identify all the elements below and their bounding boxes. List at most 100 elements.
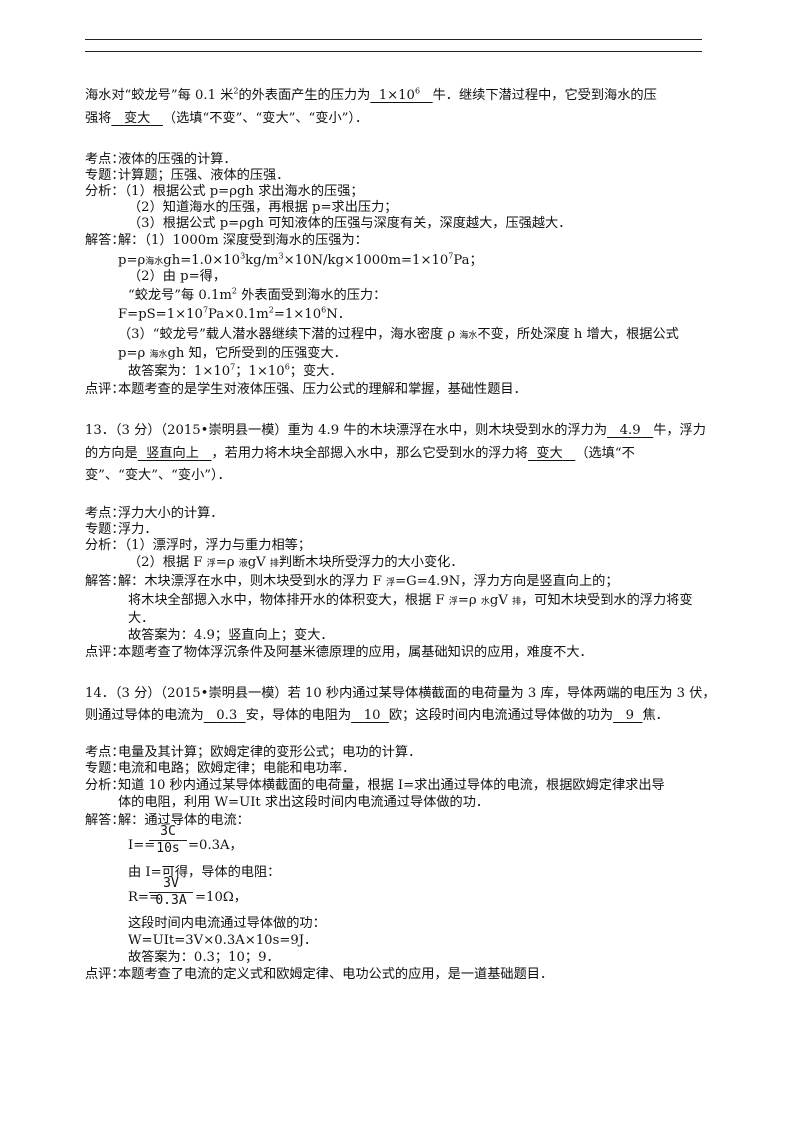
q14-fenxi-label: 分析： bbox=[85, 778, 125, 793]
q12-fenxi-line: （2）知道海水的压强，再根据 p=求出压力； bbox=[128, 200, 398, 215]
text: gh=1.0×10 bbox=[163, 253, 241, 268]
header-rule-bottom bbox=[85, 51, 702, 52]
q12-jieda-line8: 故答案为：1×107；1×106；变大． bbox=[128, 362, 343, 380]
current-formula-result: =0.3A， bbox=[188, 838, 243, 853]
q13-question-line2: 的方向是 竖直向上 ，若用力将木块全部摁入水中，那么它受到水的浮力将 变大 （选… bbox=[85, 446, 635, 462]
q14-jieda-line6: W=UIt=3V×0.3A×10s=9J． bbox=[128, 933, 318, 948]
q12-jieda-line2: p=ρ海水gh=1.0×103kg/m3×10N/kg×1000m=1×107P… bbox=[118, 251, 483, 270]
text: Pa×0.1m bbox=[208, 307, 269, 322]
text: p=ρ bbox=[118, 346, 150, 361]
q12-jieda-label: 解答： bbox=[85, 233, 125, 248]
q13-fenxi-line1: （1）漂浮时，浮力与重力相等； bbox=[118, 538, 312, 553]
q12-fenxi-label: 分析： bbox=[85, 184, 125, 199]
answer: 4.9 bbox=[619, 423, 641, 438]
q13-fenxi-label: 分析： bbox=[85, 538, 125, 553]
q12-dianping-text: 本题考查的是学生对液体压强、压力公式的理解和掌握，基础性题目． bbox=[118, 382, 527, 397]
q13-dianping-label: 点评： bbox=[85, 645, 125, 660]
q14-fenxi-line1: 知道 10 秒内通过某导体横截面的电荷量，根据 I=求出通过导体的电流，根据欧姆… bbox=[118, 778, 665, 793]
q12-dianping-label: 点评： bbox=[85, 382, 125, 397]
answer: 9 bbox=[625, 708, 635, 723]
q12-jieda-line1: 解：（1）1000m 深度受到海水的压强为： bbox=[118, 233, 368, 248]
text: 不变，所处深度 h 增大，根据公式 bbox=[477, 327, 679, 342]
sup: 3 bbox=[240, 251, 246, 261]
text: p=ρ bbox=[118, 253, 146, 268]
text: 解：木块漂浮在水中，则木块受到水的浮力 F bbox=[118, 574, 387, 589]
sup: 6 bbox=[284, 362, 290, 372]
answer-blank: 变大 bbox=[528, 446, 575, 461]
q13-kaodian-label: 考点： bbox=[85, 506, 125, 521]
subscript: 海水 bbox=[145, 257, 164, 267]
q12-jieda-line7: p=ρ 海水gh 知，它所受到的压强变大． bbox=[118, 346, 347, 363]
text: gV bbox=[247, 555, 270, 570]
answer-blank: 4.9 bbox=[607, 423, 653, 438]
text: F=pS=1×10 bbox=[118, 307, 203, 322]
sup: 7 bbox=[230, 362, 236, 372]
q13-jieda-line3: 大． bbox=[128, 611, 155, 626]
sup: 7 bbox=[448, 251, 454, 261]
text: 欧；这段时间内电流通过导体做的功为 bbox=[388, 708, 614, 723]
subscript: 液 bbox=[238, 559, 248, 569]
answer-blank: 9 bbox=[613, 708, 642, 723]
answer-blank: 10 bbox=[351, 708, 389, 723]
sup: 6 bbox=[321, 305, 327, 315]
text: gV bbox=[489, 593, 513, 608]
q12-question-line2: 强将 变大 （选填“不变”、“变大”、“变小”）． bbox=[85, 111, 368, 127]
sup: 2 bbox=[268, 305, 274, 315]
text: =1×10 bbox=[273, 307, 322, 322]
fraction-bar bbox=[149, 840, 187, 841]
numerator: 3C bbox=[160, 824, 176, 839]
current-fraction: 3C 10s bbox=[149, 825, 187, 856]
q12-fenxi-line: （1）根据公式 p=ρgh 求出海水的压强； bbox=[118, 184, 364, 199]
q12-zhuanti-text: 计算题；压强、液体的压强． bbox=[118, 168, 290, 183]
text: 判断木块所受浮力的大小变化． bbox=[278, 555, 464, 570]
q14-question-line1: 14．（3 分）（2015•崇明县一模）若 10 秒内通过某导体横截面的电荷量为… bbox=[85, 686, 716, 701]
q13-zhuanti-text: 浮力． bbox=[118, 522, 158, 537]
q13-kaodian-text: 浮力大小的计算． bbox=[118, 506, 224, 521]
q13-jieda-line4: 故答案为：4.9；竖直向上；变大． bbox=[128, 628, 334, 643]
text: 的外表面产生的压力为 bbox=[238, 88, 371, 103]
q14-dianping-text: 本题考查了电流的定义式和欧姆定律、电功公式的应用，是一道基础题目． bbox=[118, 967, 554, 982]
text: N． bbox=[326, 307, 351, 322]
sup: 6 bbox=[414, 86, 421, 96]
q12-zhuanti-label: 专题： bbox=[85, 168, 125, 183]
text: （选填“不 bbox=[575, 446, 635, 461]
q13-zhuanti-label: 专题： bbox=[85, 522, 125, 537]
q14-zhuanti-label: 专题： bbox=[85, 761, 125, 776]
q12-kaodian-label: 考点： bbox=[85, 152, 125, 167]
text: （2）根据 F bbox=[128, 555, 207, 570]
text: 安，导体的电阻为 bbox=[245, 708, 352, 723]
q13-dianping-text: 本题考查了物体浮沉条件及阿基米德原理的应用，属基础知识的应用，难度不大． bbox=[118, 645, 593, 660]
q14-question-line2: 则通过导体的电流为 0.3 安，导体的电阻为 10 欧；这段时间内电流通过导体做… bbox=[85, 708, 669, 724]
answer: 变大 bbox=[536, 446, 563, 461]
subscript: 海水 bbox=[149, 350, 168, 360]
subscript: 海水 bbox=[459, 331, 478, 341]
text: 强将 bbox=[85, 111, 112, 126]
text: 13．（3 分）（2015•崇明县一模）重为 4.9 牛的木块漂浮在水中，则木块… bbox=[85, 423, 608, 438]
q14-jieda-line7: 故答案为：0.3；10；9． bbox=[128, 950, 280, 965]
sup: 3 bbox=[278, 251, 284, 261]
q14-jieda-line1: 解：通过导体的电流： bbox=[118, 813, 250, 828]
resistance-formula-prefix: R== bbox=[128, 890, 161, 905]
text: ，可知木块受到水的浮力将变 bbox=[521, 593, 693, 608]
text: 则通过导体的电流为 bbox=[85, 708, 204, 723]
q12-jieda-line4: “蛟龙号”每 0.1m2 外表面受到海水的压力： bbox=[128, 287, 387, 304]
answer: 10 bbox=[363, 708, 381, 723]
answer: 0.3 bbox=[216, 708, 238, 723]
text: 将木块全部摁入水中，物体排开水的体积变大，根据 F bbox=[128, 593, 449, 608]
subscript: 浮 bbox=[386, 578, 396, 588]
text: Pa； bbox=[453, 253, 483, 268]
answer-blank: 变大 bbox=[111, 111, 163, 126]
resistance-formula-result: =10Ω， bbox=[195, 890, 247, 905]
text: “蛟龙号”每 0.1m bbox=[128, 288, 232, 303]
text: 的方向是 bbox=[85, 446, 138, 461]
subscript: 浮 bbox=[206, 559, 216, 569]
header-rule-top bbox=[85, 39, 702, 40]
q14-jieda-line3: 由 I=可得，导体的电阻： bbox=[128, 865, 281, 880]
q14-kaodian-text: 电量及其计算；欧姆定律的变形公式；电功的计算． bbox=[118, 745, 422, 760]
text: ；变大． bbox=[289, 364, 343, 379]
subscript: 排 bbox=[512, 597, 522, 607]
text: 海水对“蛟龙号”每 0.1 米 bbox=[85, 88, 234, 103]
text: 外表面受到海水的压力： bbox=[237, 288, 387, 303]
q14-fenxi-line2: 体的电阻，利用 W=UIt 求出这段时间内电流通过导体做的功． bbox=[118, 795, 490, 810]
q12-fenxi-line: （3）根据公式 p=ρgh 可知液体的压强与深度有关，深度越大，压强越大． bbox=[128, 216, 572, 231]
